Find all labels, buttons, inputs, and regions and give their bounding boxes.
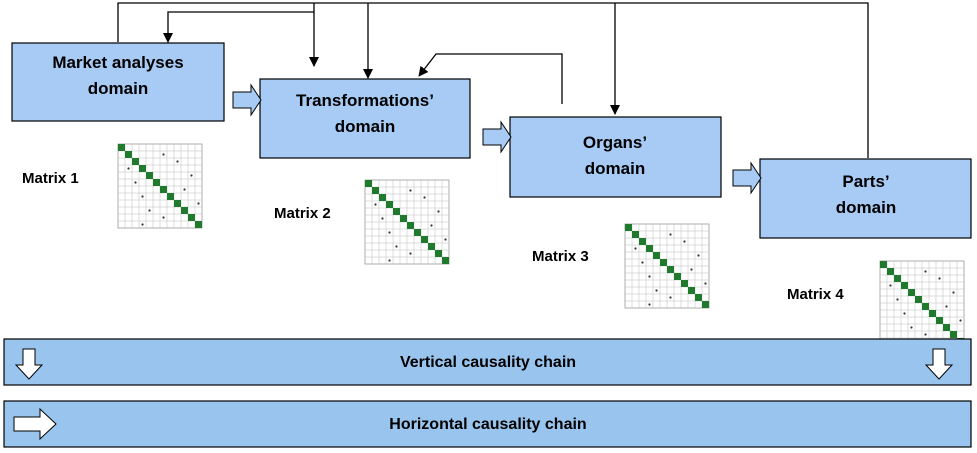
domain-title-line1: Organs’ (583, 133, 647, 152)
domain-title-line2: domain (836, 198, 896, 217)
chain-bar-bg (3, 400, 972, 448)
feedback-line-from-organs (418, 53, 563, 104)
arrow-down-icon (14, 348, 44, 380)
matrix-thumbnail (624, 223, 710, 309)
feedback-connectors (117, 2, 869, 158)
arrow-down-icon (924, 348, 954, 380)
domain-title-line1: Transformations’ (296, 91, 434, 110)
domain-title-line2: domain (88, 79, 148, 98)
matrix-thumbnail (879, 260, 965, 346)
matrix-thumbnail (117, 143, 203, 229)
domain-box-transformations: Transformations’ domain (259, 78, 471, 159)
horizontal-causality-chain-bar: Horizontal causality chain (3, 400, 972, 448)
feedback-line-to-market (163, 3, 315, 43)
matrices (117, 143, 965, 346)
block-arrow-right-icon (732, 161, 762, 195)
domain-title-line1: Parts’ (842, 172, 889, 191)
domain-box-parts: Parts’ domain (759, 158, 972, 239)
vertical-causality-chain-bar: Vertical causality chain (3, 338, 972, 386)
domain-title-line2: domain (585, 159, 645, 178)
domain-title-line1: Market analyses (52, 53, 183, 72)
chain-bar-bg (3, 338, 972, 386)
matrix-label: Matrix 1 (22, 170, 79, 187)
matrix-label: Matrix 2 (274, 205, 331, 222)
matrix-label: Matrix 4 (787, 286, 844, 303)
vertical-chain-label: Vertical causality chain (400, 354, 576, 371)
domain-box-market-analyses: Market analyses domain (11, 42, 225, 122)
domain-box-bg (759, 158, 972, 239)
domain-title-line2: domain (335, 117, 395, 136)
domain-box-bg (509, 116, 722, 198)
domain-box-bg (11, 42, 225, 122)
block-arrow-right-icon (232, 83, 262, 117)
domain-box-organs: Organs’ domain (509, 116, 722, 198)
block-arrow-right-icon (482, 120, 512, 154)
horizontal-chain-label: Horizontal causality chain (389, 416, 586, 433)
matrix-label: Matrix 3 (532, 248, 589, 265)
feedback-line-top (117, 2, 869, 158)
arrow-right-icon (13, 407, 57, 441)
matrix-thumbnail (364, 179, 450, 265)
domain-box-bg (259, 78, 471, 159)
